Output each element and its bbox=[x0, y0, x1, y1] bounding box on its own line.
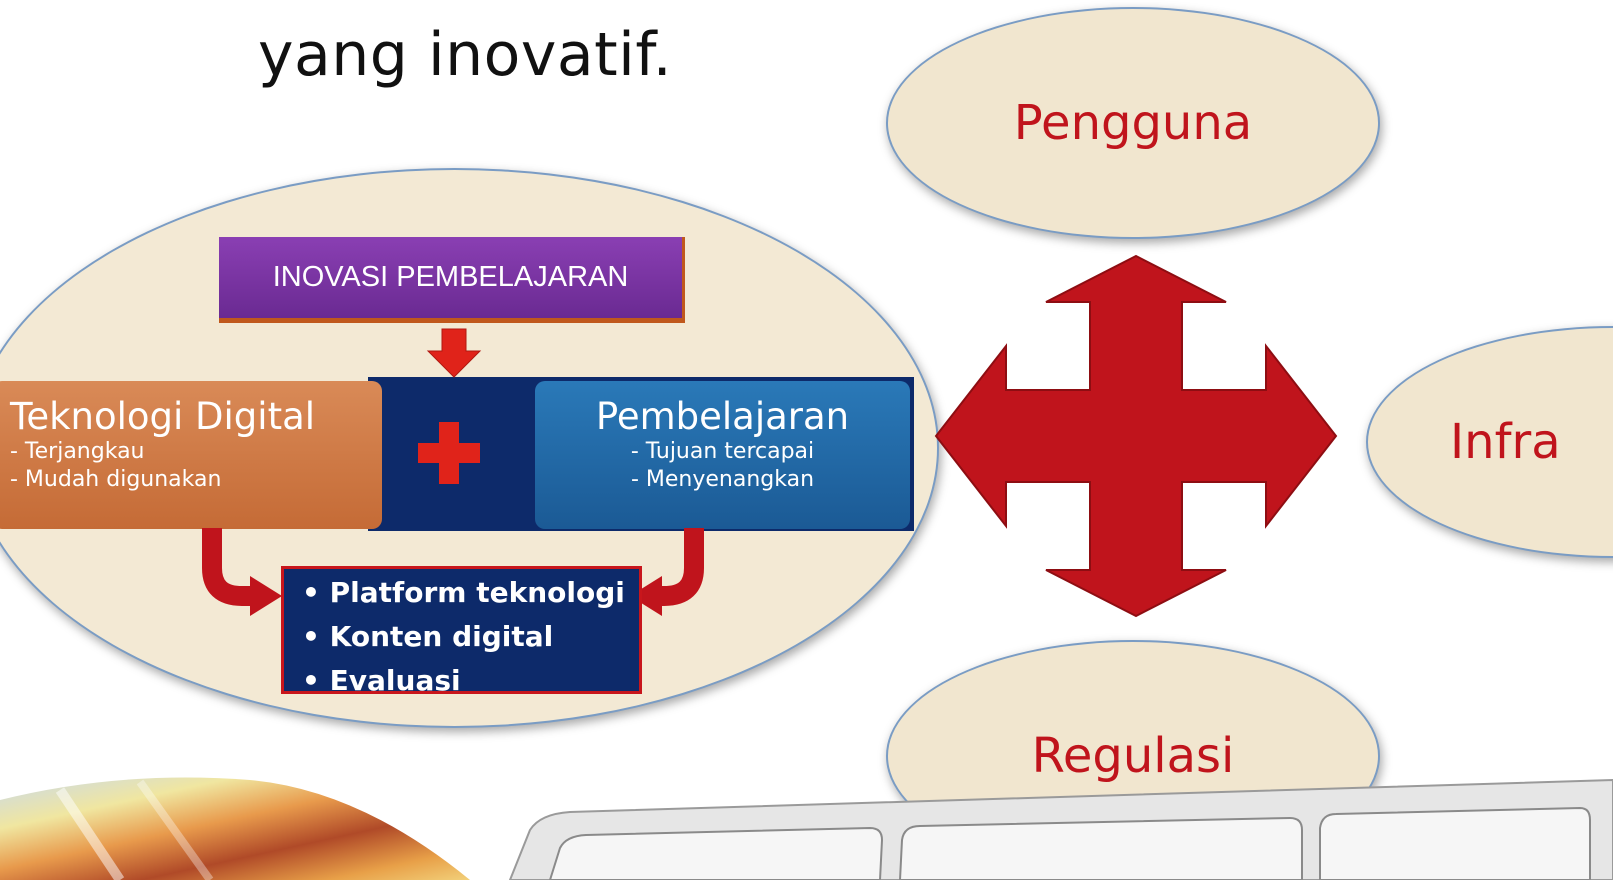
keyboard-icon bbox=[508, 778, 1613, 880]
down-arrow-icon bbox=[426, 328, 482, 378]
pembelajaran-box: Pembelajaran - Tujuan tercapai - Menyena… bbox=[535, 381, 910, 529]
slide-heading: yang inovatif. bbox=[258, 20, 673, 90]
teknologi-digital-box: Teknologi Digital - Terjangkau - Mudah d… bbox=[0, 381, 382, 529]
pembelajaran-point: - Menyenangkan bbox=[630, 467, 815, 492]
infrastruktur-node: Infra bbox=[1366, 326, 1613, 558]
teknologi-point: - Mudah digunakan bbox=[10, 467, 222, 492]
teknologi-digital-title: Teknologi Digital bbox=[10, 395, 316, 438]
pengguna-node: Pengguna bbox=[886, 7, 1380, 239]
pembelajaran-point: - Tujuan tercapai bbox=[630, 439, 815, 464]
result-list-box: • Platform teknologi • Konten digital • … bbox=[281, 566, 642, 694]
result-item: • Evaluasi bbox=[302, 664, 461, 694]
infrastruktur-label: Infra bbox=[1450, 414, 1561, 470]
cd-disc-icon bbox=[0, 777, 470, 880]
pengguna-label: Pengguna bbox=[1013, 95, 1253, 151]
pembelajaran-title: Pembelajaran bbox=[595, 395, 850, 438]
plus-icon bbox=[418, 422, 480, 484]
curved-arrow-icon bbox=[630, 528, 704, 616]
curved-arrow-icon bbox=[202, 528, 282, 616]
teknologi-point: - Terjangkau bbox=[10, 439, 145, 464]
result-item: • Konten digital bbox=[302, 620, 554, 653]
result-item: • Platform teknologi bbox=[302, 576, 625, 609]
four-way-arrow-icon bbox=[934, 254, 1338, 618]
inovasi-pembelajaran-box: INOVASI PEMBELAJARAN bbox=[219, 237, 685, 323]
regulasi-label: Regulasi bbox=[1031, 728, 1235, 784]
